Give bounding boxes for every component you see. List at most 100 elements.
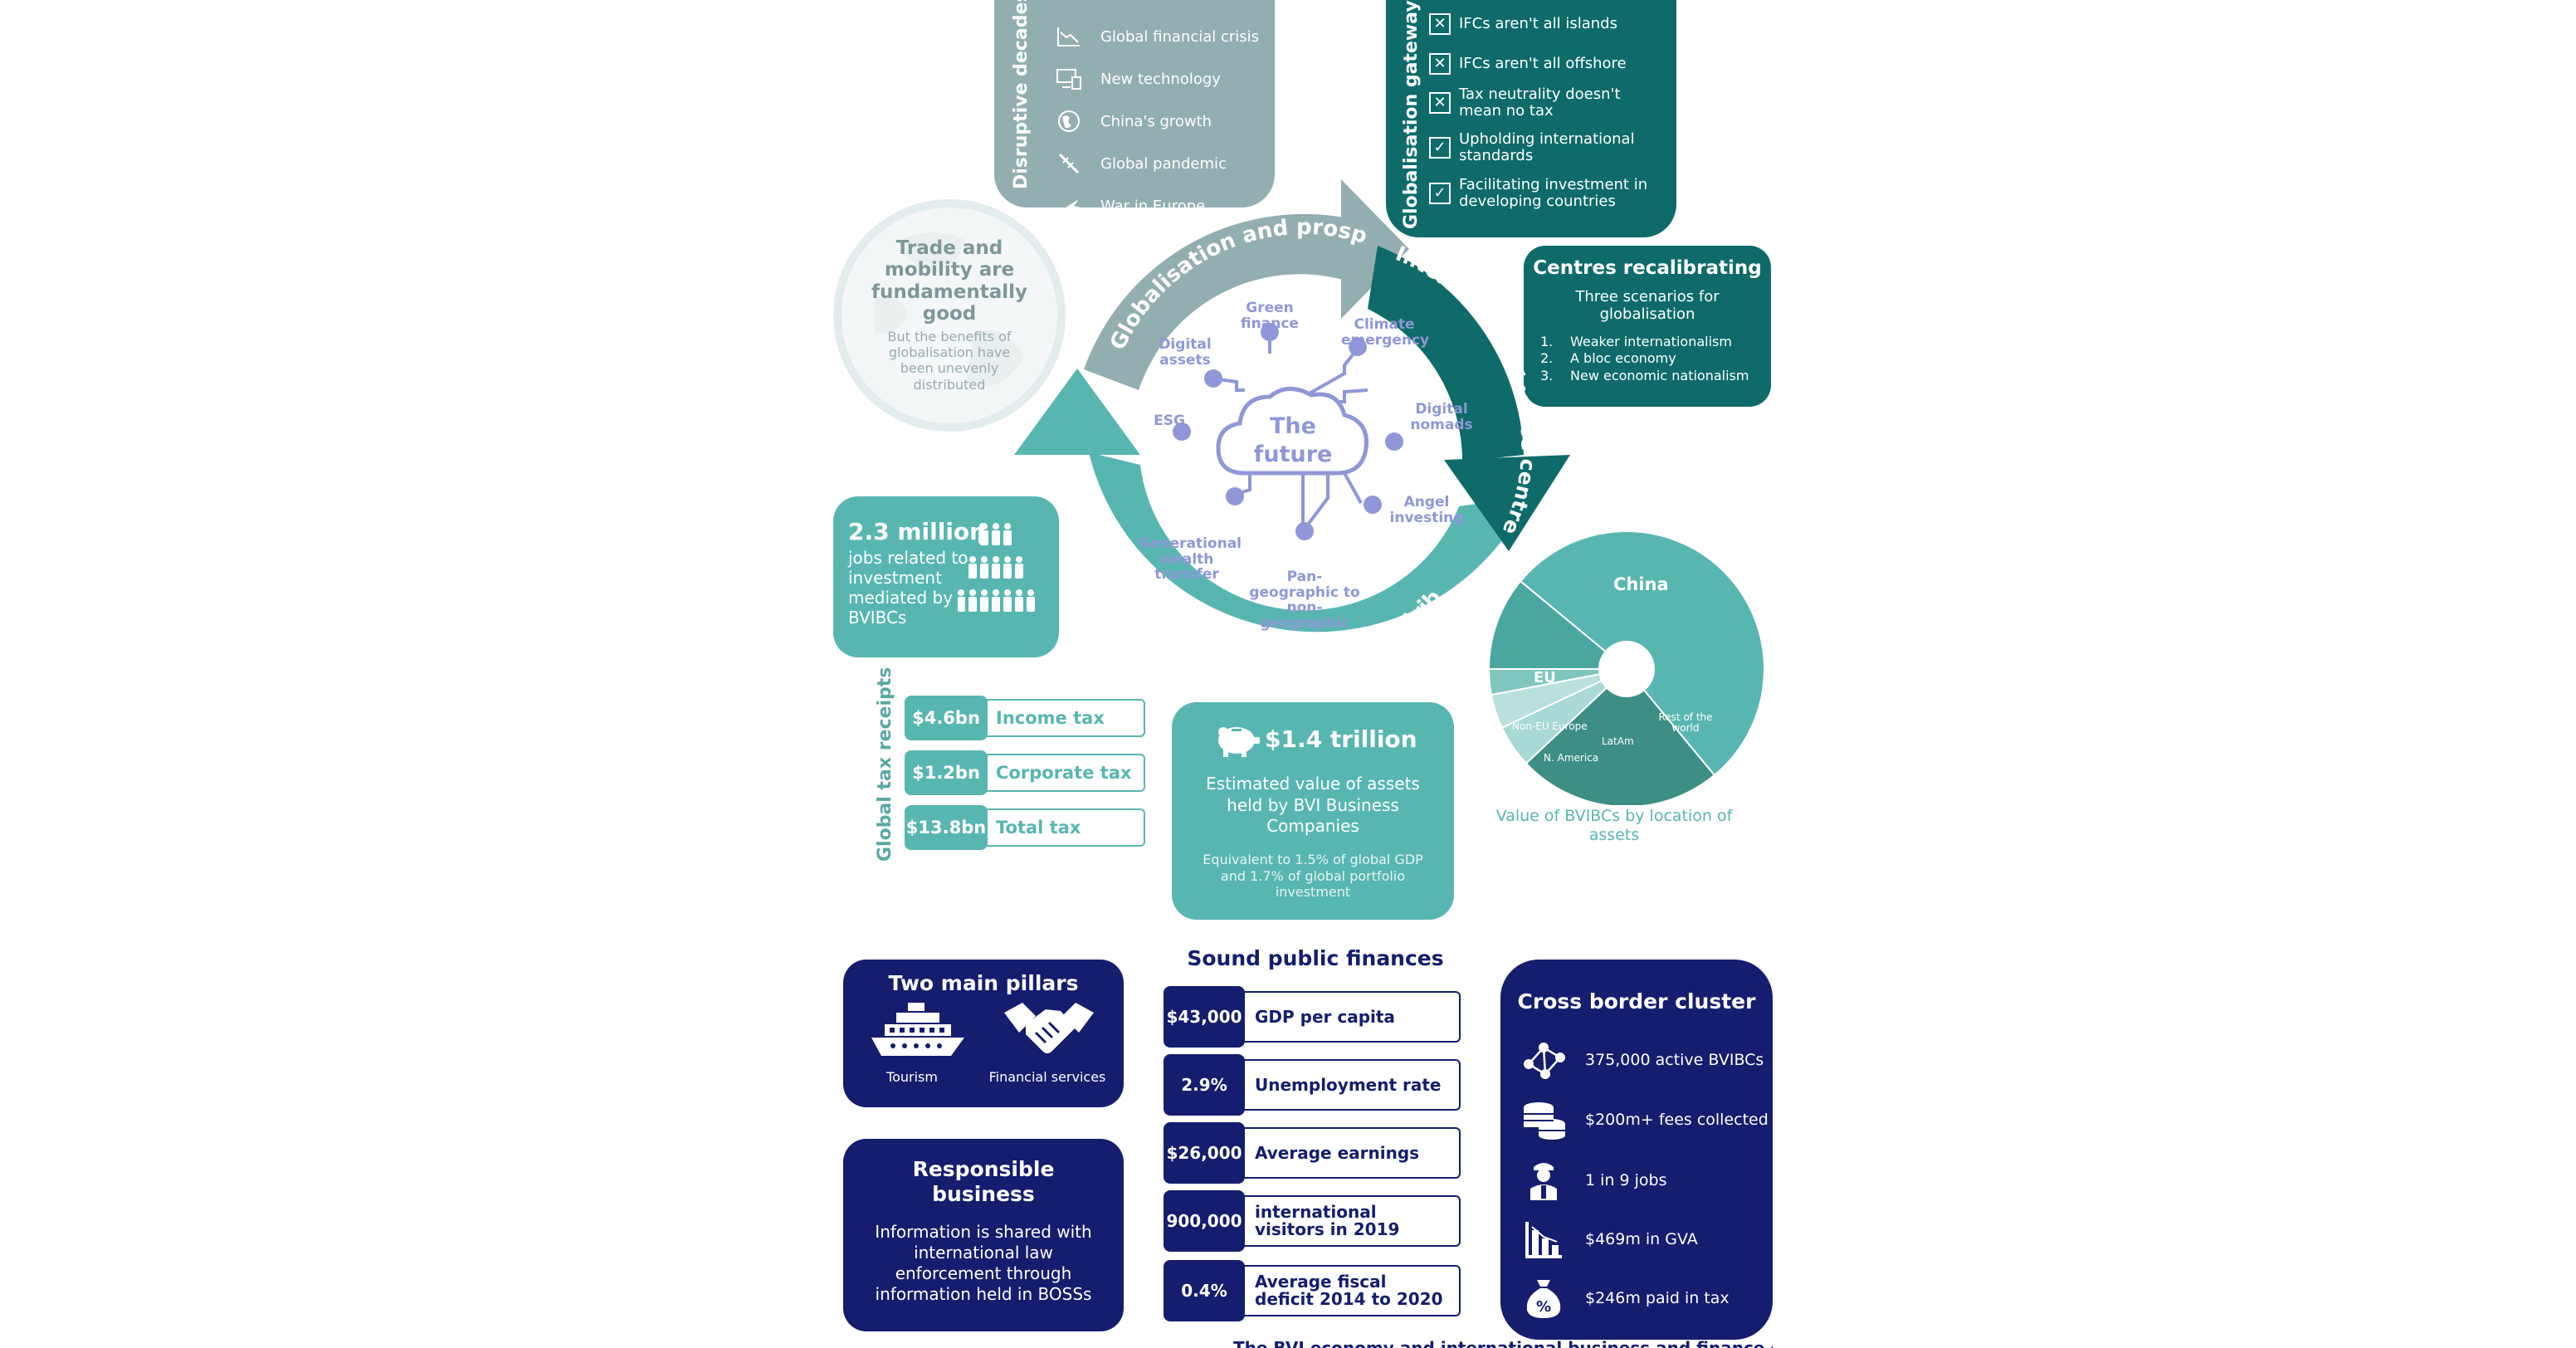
disruptive-item: New technology: [1056, 66, 1259, 92]
pie-center-hole: [1598, 641, 1655, 697]
topic-climate-emergency: Climate emergency: [1341, 316, 1430, 349]
disruptive-item: Global financial crisis: [1056, 23, 1259, 50]
pie-slice: [1487, 579, 1629, 670]
cross-box-icon: ✕: [1429, 53, 1451, 75]
worker-icon: [1530, 1163, 1557, 1200]
finance-row-visitors: 900,000 international visitors in 2019: [1164, 1190, 1461, 1252]
future-line1: The: [1270, 413, 1316, 439]
arrowhead-left: [1014, 369, 1140, 455]
jet-icon: [1056, 193, 1082, 219]
pillars-title: Two main pillars: [888, 971, 1079, 995]
disruptive-decades-heading: Disruptive decades: [1011, 0, 1032, 189]
centres-list: 1.Weaker internationalism 2.A bloc econo…: [1540, 334, 1764, 384]
assets-location-pie: [1487, 530, 1765, 805]
jobs-card: 2.3 million jobs related to investment m…: [833, 496, 1059, 657]
arc-top: [1084, 213, 1346, 390]
future-line2: future: [1254, 442, 1333, 467]
arrowhead-top: [1341, 179, 1409, 319]
responsible-card: Responsible business Information is shar…: [843, 1139, 1124, 1331]
disruptive-item: China's growth: [1056, 108, 1259, 134]
pie-slice: [1525, 667, 1716, 805]
responsible-title: Responsible business: [912, 1157, 1055, 1206]
future-nodes: [1173, 323, 1403, 540]
tax-row-income: $4.6bn Income tax: [905, 696, 1145, 740]
assets-text: Estimated value of assets held by BVI Bu…: [1206, 774, 1420, 837]
jobs-text: jobs related to investment mediated by B…: [848, 548, 968, 628]
gateways-list: ✕ IFCs aren't all islands ✕ IFCs aren't …: [1429, 13, 1670, 210]
piggy-bank-icon: [1218, 727, 1260, 757]
jobs-value: 2.3 million: [848, 518, 987, 545]
scenario-item: 3.New economic nationalism: [1540, 367, 1749, 383]
gateway-item: ✕ Tax neutrality doesn't mean no tax: [1429, 85, 1670, 120]
disruptive-list: Global financial crisis New technology C…: [1056, 23, 1259, 235]
topic-pan-geographic: Pan-geographic to non-geographic: [1249, 569, 1360, 632]
assets-card: $1.4 trillion Estimated value of assets …: [1172, 702, 1454, 920]
tax-heading: Global tax receipts: [875, 667, 895, 862]
arc-bottom: [1089, 452, 1529, 632]
globe-icon: [1056, 108, 1082, 134]
world-map-icon: [875, 232, 1024, 387]
money-bag-icon: %: [1526, 1280, 1561, 1318]
disruptive-item: War in Europe: [1056, 193, 1259, 219]
pillars-card: Two main pillars Tourism Financial servi…: [843, 960, 1124, 1107]
arc-right: [1368, 246, 1524, 462]
trade-body: But the benefits of globalisation have b…: [887, 329, 1012, 393]
pillar-finance-label: Financial services: [988, 1069, 1106, 1085]
cross-item: $200m+ fees collected: [1520, 1099, 1769, 1140]
pillar-tourism-label: Tourism: [886, 1069, 938, 1085]
disruptive-decades-card: Disruptive decades Global financial cris…: [994, 0, 1275, 216]
footer-caption: The BVI economy and international busine…: [1233, 1340, 1773, 1348]
cross-box-icon: ✕: [1429, 13, 1451, 35]
responsible-body: Information is shared with international…: [875, 1222, 1092, 1304]
cross-item: 1 in 9 jobs: [1520, 1159, 1666, 1202]
svg-text:%: %: [1536, 1298, 1551, 1316]
gateway-item: ✕ IFCs aren't all offshore: [1429, 53, 1670, 75]
topic-digital-assets: Digital assets: [1159, 336, 1212, 369]
finance-row-deficit: 0.4% Average fiscal deficit 2014 to 2020: [1164, 1260, 1461, 1321]
cross-border-title: Cross border cluster: [1517, 989, 1756, 1013]
chart-down-icon: [1056, 23, 1082, 50]
gateway-item: ✓ Facilitating investment in developing …: [1429, 176, 1670, 210]
people-icon: [958, 523, 1035, 612]
syringe-icon: [1056, 150, 1082, 177]
assets-value: $1.4 trillion: [1265, 725, 1417, 753]
devices-icon: [1056, 66, 1082, 92]
centres-title: Centres recalibrating: [1533, 257, 1762, 279]
trade-globe: Trade and mobility are fundamentally goo…: [833, 199, 1066, 432]
network-icon: [1524, 1043, 1565, 1079]
pie-caption: Value of BVIBCs by location of assets: [1495, 807, 1733, 844]
cross-item: $469m in GVA: [1520, 1219, 1698, 1260]
disruptive-item: Global pandemic: [1056, 150, 1259, 177]
pie-label-latam: LatAm: [1602, 735, 1634, 747]
cross-box-icon: ✕: [1429, 92, 1451, 115]
topic-esg: ESG: [1154, 413, 1185, 429]
topic-green-finance: Green finance: [1241, 300, 1299, 332]
centres-recalibrating-card: Centres recalibrating Three scenarios fo…: [1524, 246, 1771, 407]
centres-subtitle: Three scenarios for globalisation: [1575, 288, 1720, 323]
tax-row-total: $13.8bn Total tax: [905, 805, 1145, 850]
cross-border-card: [1500, 960, 1773, 1340]
finance-row-gdp: $43,000 GDP per capita: [1164, 986, 1461, 1048]
scenario-item: 1.Weaker internationalism: [1540, 334, 1732, 349]
arrowhead-right: [1444, 455, 1570, 551]
pie-label-noneu: Non-EU Europe: [1512, 720, 1588, 732]
tax-row-corporate: $1.2bn Corporate tax: [905, 750, 1145, 795]
globalisation-gateways-card: Globalisation gateways ✕ IFCs aren't all…: [1386, 0, 1676, 237]
topic-angel-investing: Angel investing: [1389, 494, 1464, 526]
finances-title: Sound public finances: [1187, 946, 1444, 970]
cycle-diagram: Globalisation and prosperity Internation…: [996, 166, 1570, 674]
gateway-item: ✕ IFCs aren't all islands: [1429, 13, 1670, 35]
pie-label-namerica: N. America: [1544, 752, 1599, 764]
cloud-icon: [1216, 387, 1368, 476]
check-box-icon: ✓: [1429, 137, 1451, 159]
check-box-icon: ✓: [1429, 182, 1451, 204]
bar-chart-icon: [1525, 1222, 1562, 1258]
pie-label-rest: Rest of the world: [1658, 711, 1713, 735]
gateway-item: ✓ Upholding international standards: [1429, 131, 1670, 164]
finance-row-unemployment: 2.9% Unemployment rate: [1164, 1054, 1461, 1116]
pie-label-eu: EU: [1534, 669, 1556, 686]
handshake-icon: [1004, 1003, 1094, 1053]
scenario-item: 2.A bloc economy: [1540, 350, 1676, 367]
topic-generational-wealth: Generational wealth transfer: [1139, 535, 1242, 584]
cruise-ship-icon: [871, 1003, 964, 1056]
